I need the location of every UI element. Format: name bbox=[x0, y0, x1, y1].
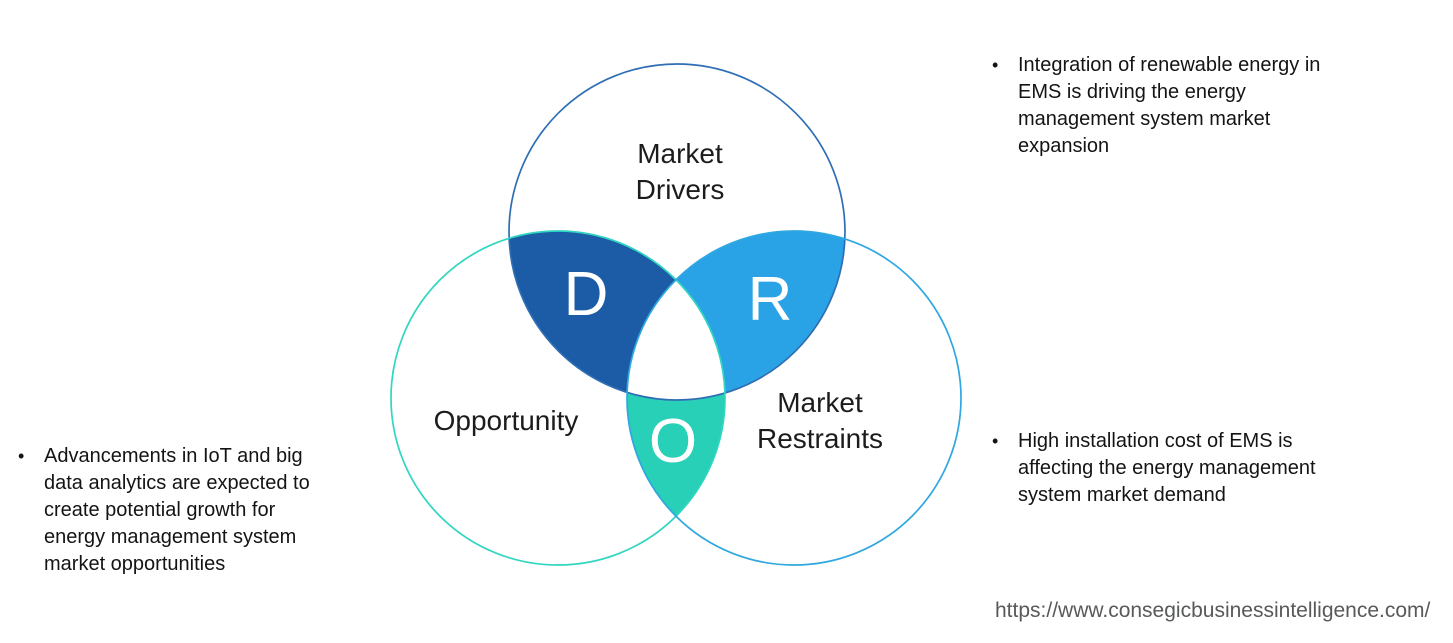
drivers-circle-outline bbox=[508, 63, 846, 401]
market-restraints-label: Market Restraints bbox=[756, 387, 884, 454]
restraint-bullet: • High installation cost of EMS is affec… bbox=[992, 428, 1422, 509]
letter-r: R bbox=[748, 265, 793, 334]
restraints-circle-outline bbox=[626, 230, 962, 566]
bullet-marker: • bbox=[992, 431, 999, 451]
opportunity-bullet-text: Advancements in IoT and big data analyti… bbox=[44, 445, 310, 575]
market-drivers-label: Market Drivers bbox=[635, 138, 725, 205]
driver-bullet: • Integration of renewable energy in EMS… bbox=[992, 52, 1422, 160]
letter-o: O bbox=[649, 407, 697, 476]
footer-url: https://www.consegicbusinessintelligence… bbox=[995, 599, 1431, 622]
driver-bullet-text: Integration of renewable energy in EMS i… bbox=[1018, 54, 1321, 157]
bullet-marker: • bbox=[18, 446, 25, 466]
bullet-marker: • bbox=[992, 55, 999, 75]
opportunity-bullet: • Advancements in IoT and big data analy… bbox=[18, 443, 408, 578]
opportunity-label: Opportunity bbox=[433, 405, 579, 436]
restraint-bullet-text: High installation cost of EMS is affecti… bbox=[1018, 430, 1316, 506]
opportunity-circle-outline bbox=[390, 230, 726, 566]
letter-d: D bbox=[564, 260, 609, 329]
